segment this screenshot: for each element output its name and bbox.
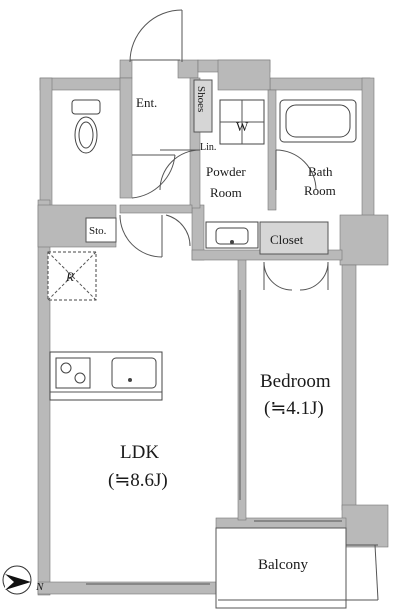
powder-sink xyxy=(205,221,259,249)
entrance-door xyxy=(129,9,183,63)
label-bath-1: Bath xyxy=(308,164,333,179)
balcony-area xyxy=(215,527,379,609)
toilet-door xyxy=(131,154,176,199)
bathtub-fixture xyxy=(279,99,357,143)
label-powder-1: Powder xyxy=(206,164,246,179)
shoes-cabinet xyxy=(193,79,213,133)
compass-label: N xyxy=(35,581,44,593)
label-washer: W xyxy=(236,119,249,134)
label-refrigerator: R xyxy=(65,269,74,284)
label-closet: Closet xyxy=(270,232,304,247)
powder-door xyxy=(159,149,201,191)
label-bath-2: Room xyxy=(304,183,336,198)
kitchen-counter xyxy=(49,351,163,401)
storage-door xyxy=(119,214,191,258)
label-entrance: Ent. xyxy=(136,95,157,110)
label-balcony: Balcony xyxy=(258,557,308,573)
compass-north-arrow: N xyxy=(2,565,44,595)
label-linen: Lin. xyxy=(200,142,216,153)
washer-fixture xyxy=(219,99,265,145)
closet xyxy=(259,221,329,255)
label-bedroom-name: Bedroom xyxy=(260,371,331,392)
bath-door xyxy=(275,149,317,191)
closet-doors xyxy=(263,261,329,291)
toilet-fixture xyxy=(71,99,101,154)
refrigerator-space xyxy=(47,251,97,301)
label-ldk-name: LDK xyxy=(120,442,159,463)
label-ldk-size: (≒8.6J) xyxy=(108,470,168,491)
label-powder-2: Room xyxy=(210,185,242,200)
exterior-walls xyxy=(37,59,389,596)
label-shoes: Shoes xyxy=(195,86,207,112)
label-storage: Sto. xyxy=(89,225,107,237)
storage-box xyxy=(85,217,117,243)
label-bedroom-size: (≒4.1J) xyxy=(264,398,324,419)
